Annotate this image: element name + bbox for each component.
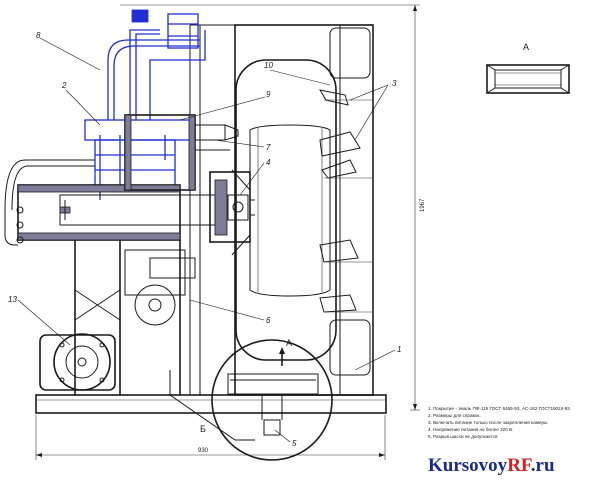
upper-cylinder [124,114,239,191]
dimension-height: 1967 [420,198,426,212]
hydraulic-lines [84,9,206,200]
label-5: 5 [292,439,297,448]
label-13: 13 [8,295,17,304]
support-legs [74,240,196,395]
note-4: 4. Напряжение питания не более 220 В. [428,427,513,432]
watermark: KursovoyRF.ru [428,455,555,476]
view-letters: А А Б [200,42,529,434]
main-cylinder [16,184,216,244]
tire-outline [231,59,337,361]
note-2: 2. Размеры для справок. [428,413,481,418]
view-a-side-letter: А [523,42,529,52]
leader-lines [17,37,396,443]
watermark-part-2: RF [507,455,532,476]
label-2: 2 [61,81,67,90]
dimension-values: 1967 930 [198,198,426,454]
watermark-part-3: .ru [531,455,555,476]
label-3: 3 [392,79,397,88]
view-a-arrow [279,347,285,366]
view-a-insert [486,64,570,94]
note-3: 3. Включать питание только после закрепл… [428,420,547,425]
motor-pump [39,333,116,391]
label-8: 8 [36,31,41,40]
watermark-part-1: Kursovoy [428,455,508,476]
view-b-letter: Б [200,424,206,434]
left-hose [4,159,95,246]
view-a-top-letter: А [286,338,292,348]
label-7: 7 [266,143,271,152]
clamp-head [209,171,255,243]
label-10: 10 [264,61,273,70]
gripper-hooks [318,27,372,376]
callout-labels: 8 2 10 3 9 7 4 6 1 13 5 [8,31,401,448]
note-1: 1. Покрытие - эмаль ПФ-115 ГОСТ 6465-93,… [428,406,570,411]
svg-text:KursovoyRF.ru: KursovoyRF.ru [428,455,555,476]
label-1: 1 [397,345,401,354]
label-6: 6 [266,316,271,325]
dimension-width: 930 [198,448,209,454]
technical-notes: 1. Покрытие - эмаль ПФ-115 ГОСТ 6465-93,… [428,406,570,439]
dimension-lines [35,4,420,460]
note-5: 5. Разрыв шасси не допускается [428,434,498,439]
detail-circle-b [169,339,333,461]
label-4: 4 [266,158,271,167]
label-9: 9 [266,90,271,99]
base-plate [35,394,387,414]
